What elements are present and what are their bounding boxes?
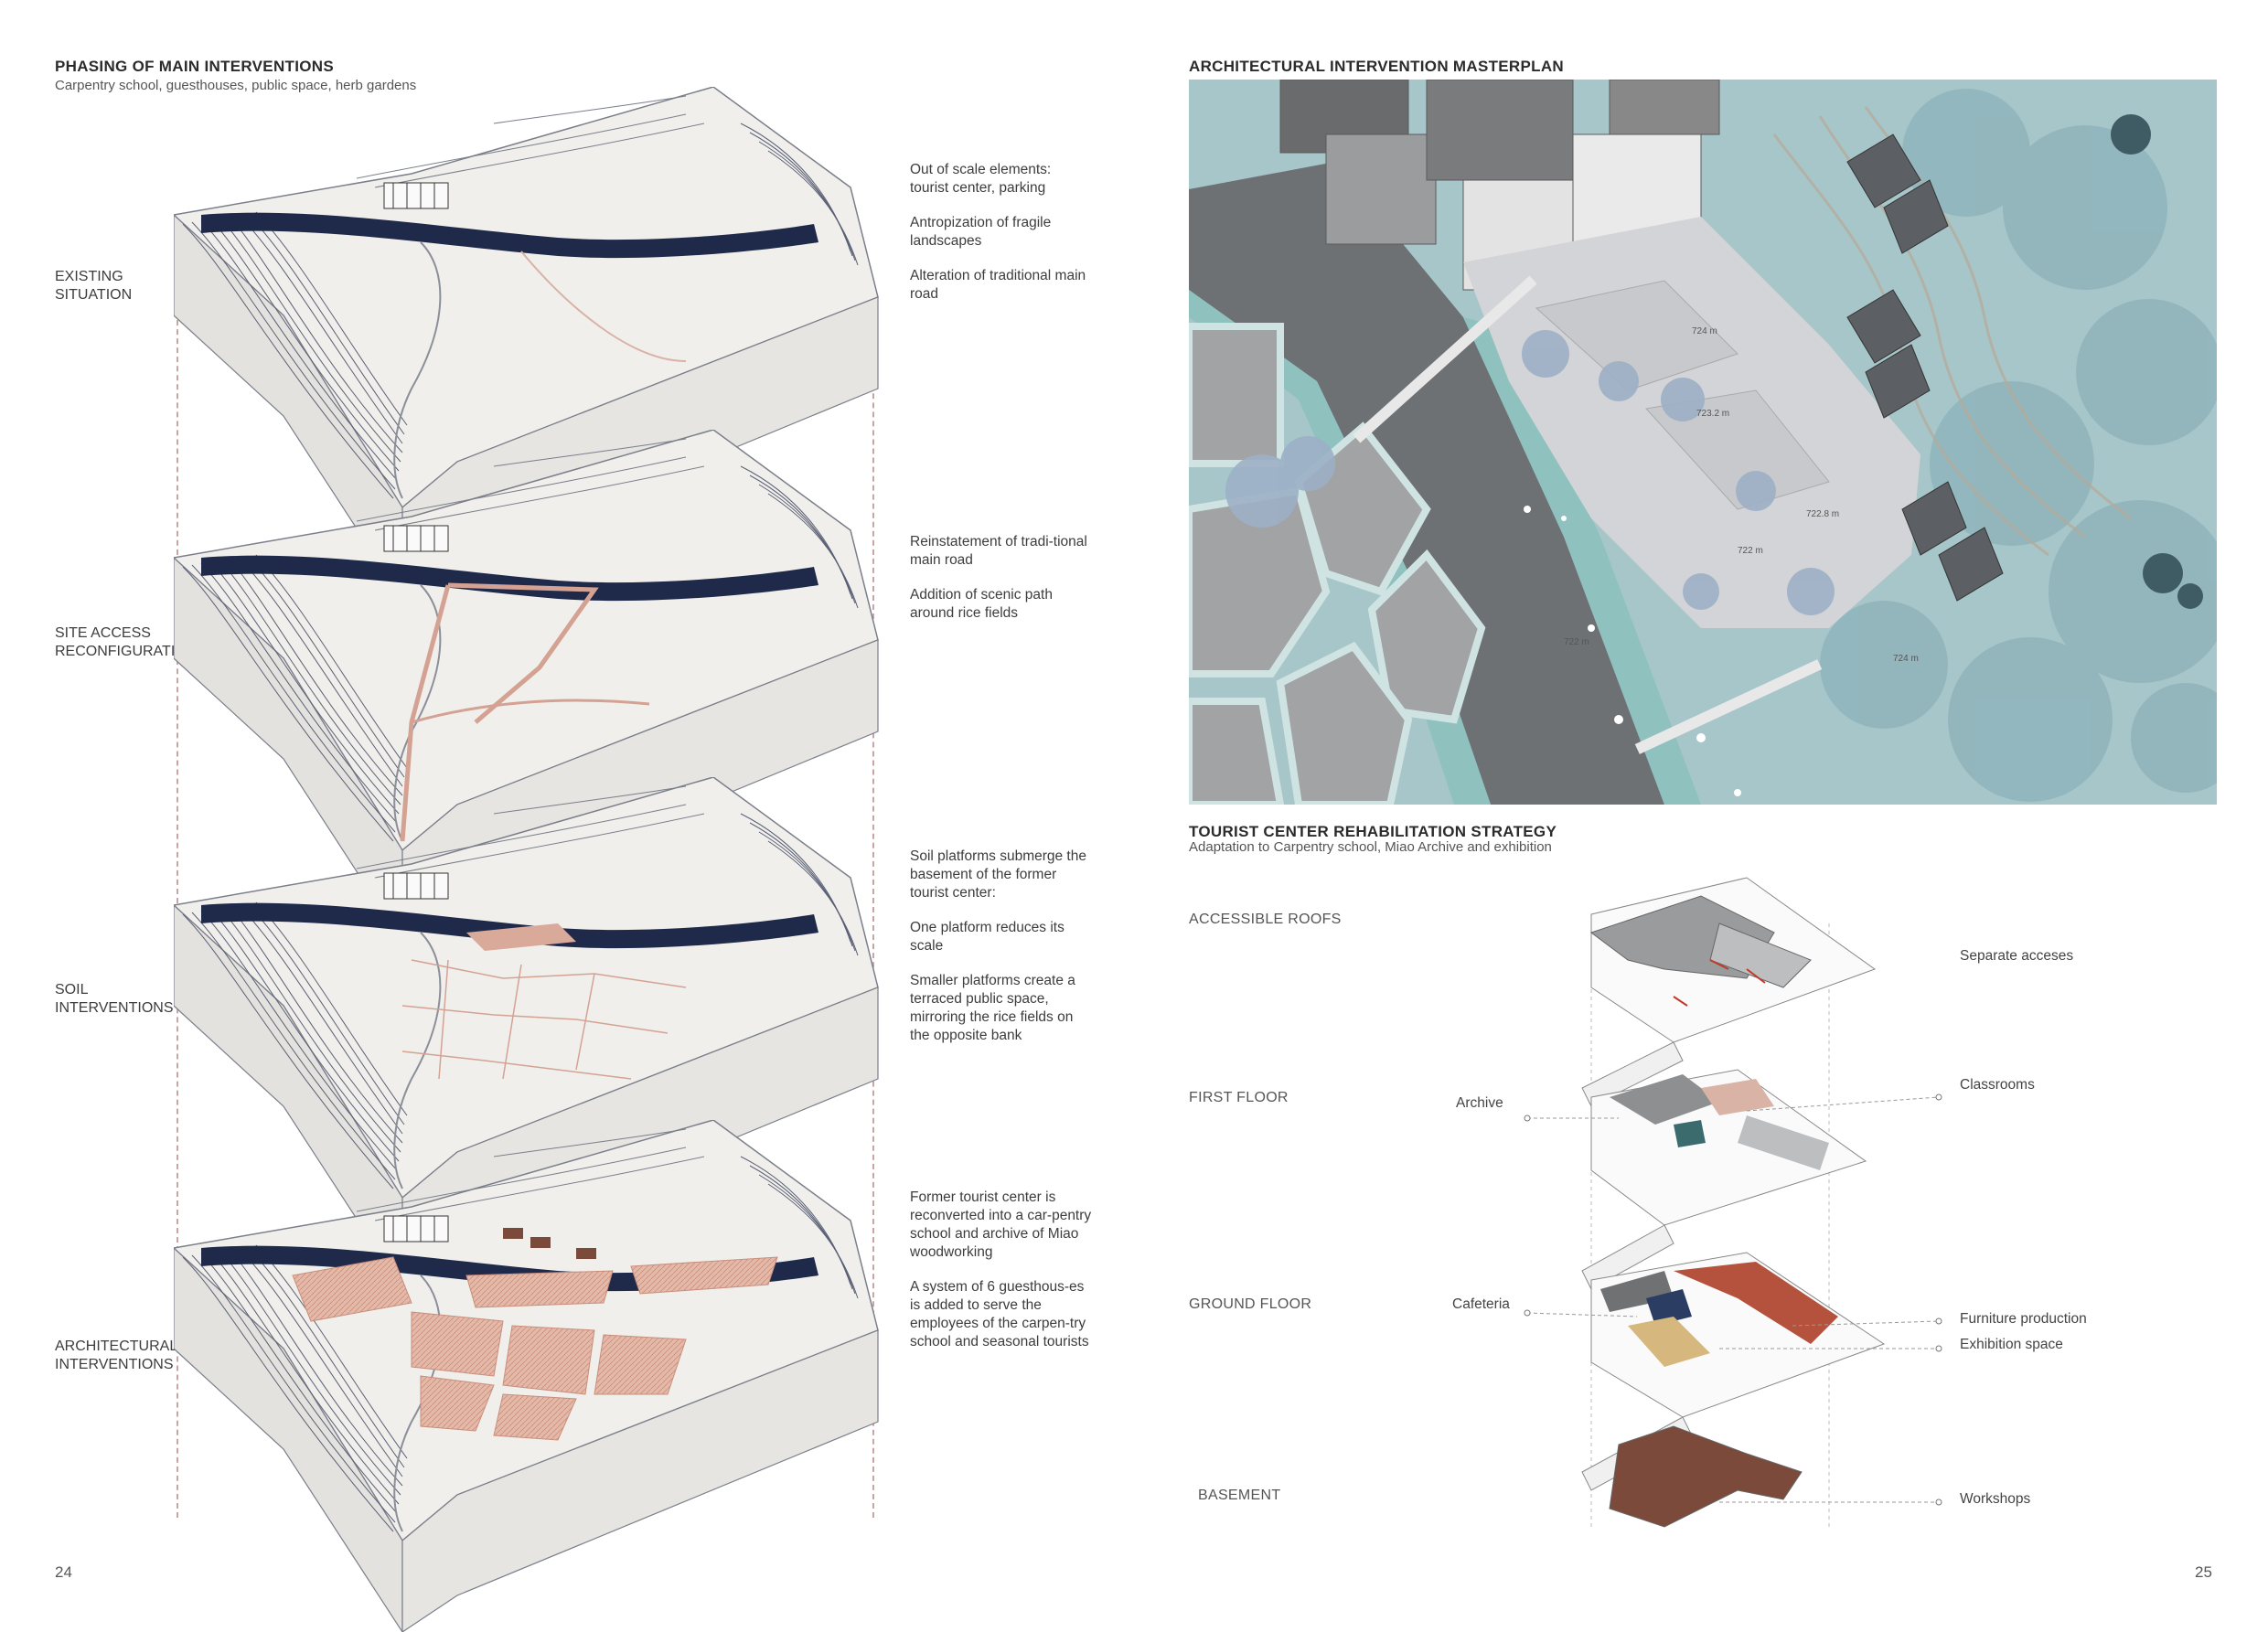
axon-layer-architectural: [174, 1120, 887, 1632]
note-item: Former tourist center is reconverted int…: [910, 1189, 1092, 1260]
note-item: Soil platforms submerge the basement of …: [910, 848, 1086, 901]
layer-label-architectural: ARCHITECTURAL INTERVENTIONS: [55, 1338, 177, 1374]
layer-label-line1: ARCHITECTURAL: [55, 1339, 178, 1354]
floor-label-first: FIRST FLOOR: [1189, 1090, 1289, 1105]
strategy-subtitle: Adaptation to Carpentry school, Miao Arc…: [1189, 839, 1552, 855]
layer-label-existing: EXISTING SITUATION: [55, 268, 132, 304]
callout-classrooms: Classrooms: [1960, 1077, 2035, 1093]
left-page-subtitle: Carpentry school, guesthouses, public sp…: [55, 78, 417, 93]
layer-label-line1: SOIL: [55, 982, 89, 997]
layer-label-line1: EXISTING: [55, 269, 123, 284]
layer-label-site-access: SITE ACCESS RECONFIGURATION: [55, 624, 197, 661]
note-item: Addition of scenic path around rice fiel…: [910, 587, 1053, 621]
notes-architectural: Former tourist center is reconverted int…: [910, 1189, 1093, 1368]
layer-label-line2: RECONFIGURATION: [55, 644, 198, 659]
layer-label-line2: INTERVENTIONS: [55, 1357, 174, 1372]
note-item: Reinstatement of tradi-tional main road: [910, 534, 1087, 568]
layer-label-line2: SITUATION: [55, 287, 133, 303]
callout-cafeteria: Cafeteria: [1452, 1296, 1510, 1312]
note-item: Out of scale elements: tourist center, p…: [910, 162, 1052, 196]
layer-label-line2: INTERVENTIONS: [55, 1000, 174, 1016]
elevation-label: 724 m: [1692, 326, 1717, 336]
notes-existing: Out of scale elements: tourist center, p…: [910, 161, 1093, 320]
layer-label-soil: SOIL INTERVENTIONS: [55, 981, 174, 1018]
dashed-connector-right: [872, 302, 874, 1518]
floor-label-ground: GROUND FLOOR: [1189, 1296, 1312, 1312]
masterplan-title: ARCHITECTURAL INTERVENTION MASTERPLAN: [1189, 58, 1564, 75]
axon-layer-site-access: [174, 430, 887, 942]
callout-exhibition-space: Exhibition space: [1960, 1337, 2063, 1352]
left-page-title: PHASING OF MAIN INTERVENTIONS: [55, 58, 334, 75]
elevation-label: 722 m: [1738, 546, 1763, 556]
note-item: A system of 6 guesthous-es is added to s…: [910, 1279, 1089, 1349]
floor-label-basement: BASEMENT: [1198, 1488, 1281, 1503]
callout-furniture-production: Furniture production: [1960, 1311, 2087, 1327]
elevation-label: 724 m: [1893, 654, 1919, 664]
page-number-left: 24: [55, 1563, 72, 1581]
note-item: Smaller platforms create a terraced publ…: [910, 973, 1075, 1043]
elevation-label: 722.8 m: [1806, 509, 1840, 519]
floor-label-roofs: ACCESSIBLE ROOFS: [1189, 912, 1342, 927]
note-item: Antropization of fragile landscapes: [910, 215, 1052, 249]
notes-soil: Soil platforms submerge the basement of …: [910, 848, 1093, 1061]
notes-site-access: Reinstatement of tradi-tional main road …: [910, 533, 1093, 639]
page-number-right: 25: [2195, 1563, 2212, 1581]
axon-layer-soil: [174, 777, 887, 1289]
axon-layer-existing: [174, 87, 887, 599]
layer-label-line1: SITE ACCESS: [55, 625, 151, 641]
callout-archive: Archive: [1456, 1095, 1503, 1111]
note-item: Alteration of traditional main road: [910, 268, 1086, 302]
elevation-label: 722 m: [1564, 637, 1589, 647]
masterplan-image: 724 m 723.2 m 722.8 m 722 m 722 m 724 m: [1189, 80, 2217, 805]
callout-separate-acceses: Separate acceses: [1960, 948, 2074, 964]
callout-workshops: Workshops: [1960, 1491, 2031, 1507]
exploded-axonometric: [1445, 869, 1957, 1550]
strategy-title: TOURIST CENTER REHABILITATION STRATEGY: [1189, 823, 1557, 840]
note-item: One platform reduces its scale: [910, 920, 1064, 954]
elevation-label: 723.2 m: [1696, 409, 1730, 419]
